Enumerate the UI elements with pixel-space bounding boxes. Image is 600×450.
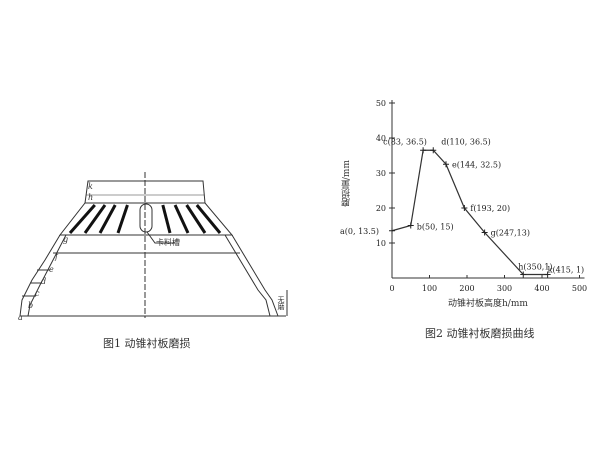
y-tick-label: 20 <box>376 204 386 213</box>
y-tick-label: 50 <box>376 99 386 108</box>
right-outer-profile <box>231 234 279 317</box>
x-tick-label: 300 <box>497 284 512 293</box>
groove-slot <box>139 203 153 233</box>
rib <box>195 204 222 234</box>
data-point-marker <box>430 147 437 154</box>
rib <box>173 204 190 234</box>
data-point-label: k(415, 1) <box>548 266 585 275</box>
level-label-g: g <box>63 235 69 244</box>
x-tick-label: 200 <box>459 284 474 293</box>
level-label-h: h <box>88 193 94 202</box>
data-point-marker <box>481 229 488 236</box>
x-tick-label: 0 <box>389 284 394 293</box>
data-point-label: b(50, 15) <box>417 223 454 232</box>
rib <box>98 204 117 234</box>
figure1-caption: 图1 动锥衬板磨损 <box>103 337 191 350</box>
data-point-marker <box>544 271 551 278</box>
data-point-marker <box>443 161 449 168</box>
x-tick-label: 500 <box>572 284 587 293</box>
rib <box>68 204 96 234</box>
data-point-marker <box>389 227 395 234</box>
level-label-a: a <box>18 313 23 322</box>
data-point-label: e(144, 32.5) <box>452 160 501 169</box>
data-point-label: h(350,1) <box>518 263 552 272</box>
rib <box>161 204 172 234</box>
rib <box>185 204 207 234</box>
level-label-k: k <box>88 182 93 191</box>
rib <box>116 204 129 234</box>
left-worn-profile <box>27 234 67 317</box>
x-axis-label: 动锥衬板高度h/mm <box>448 299 528 309</box>
level-label-f: f <box>55 252 58 261</box>
groove-leader <box>146 231 175 244</box>
data-point-marker <box>520 271 527 278</box>
data-point-label: d(110, 36.5) <box>441 137 491 146</box>
right-worn-profile <box>224 234 271 317</box>
data-point-marker <box>461 205 468 211</box>
y-tick-label: 30 <box>376 169 386 178</box>
data-point-marker <box>407 222 414 229</box>
left-outer-profile <box>19 234 61 317</box>
data-point-marker <box>420 147 427 154</box>
data-point-label: c(83, 36.5) <box>383 137 427 146</box>
x-tick-label: 400 <box>534 284 549 293</box>
y-tick-label: 40 <box>376 134 386 143</box>
data-point-label: f(193, 20) <box>470 204 510 213</box>
level-label-d: d <box>41 277 47 286</box>
level-label-c: c <box>35 289 40 298</box>
groove-label: 卡料槽 <box>156 238 180 247</box>
rib <box>83 204 107 234</box>
figure2-caption: 图2 动锥衬板磨损曲线 <box>425 327 535 340</box>
x-tick-label: 100 <box>422 284 437 293</box>
side-label: 无磨 <box>277 296 285 310</box>
data-point-label: g(247,13) <box>491 229 530 238</box>
data-point-label: a(0, 13.5) <box>340 227 379 236</box>
level-label-e: e <box>49 265 54 274</box>
level-label-b: b <box>28 301 34 310</box>
y-tick-label: 10 <box>376 239 386 248</box>
y-axis-label: 磨损量/mm <box>342 160 352 208</box>
